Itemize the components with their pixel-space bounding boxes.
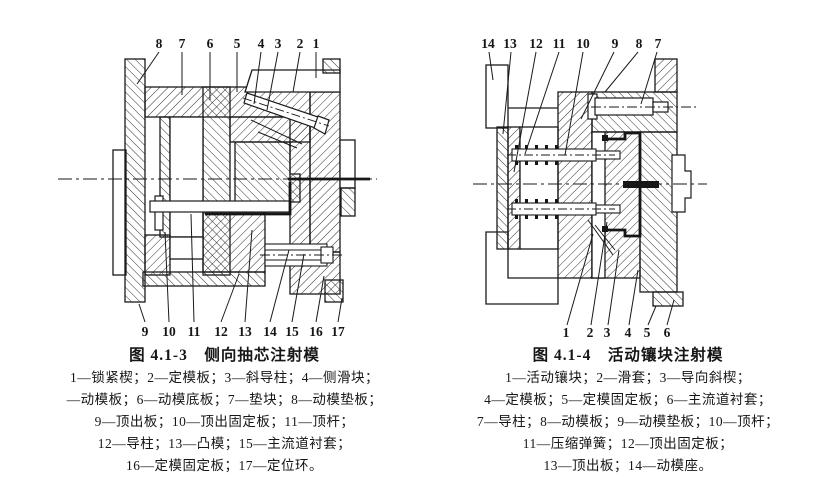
figure-title: 图 4.1-4 活动镶块注射模	[532, 347, 724, 364]
part-label: 12	[529, 36, 543, 51]
part-label: 12	[214, 324, 228, 339]
mold-cross-section-right: 14 13 12 11 10 9 8 7 1 2 3 4 5 6	[473, 36, 707, 340]
part-label: 1	[563, 325, 570, 340]
part-label: 6	[664, 325, 671, 340]
part-label: 4	[258, 36, 265, 51]
part-label: 7	[179, 36, 186, 51]
legend-line: 1—锁紧楔；2—定模板；3—斜导柱；4—侧滑块；	[70, 370, 379, 385]
leader-lines-left	[136, 51, 343, 323]
figure-4-1-3-drawing: 8 7 6 5 4 3 2 1 9 10 11 12 13 14 15 16 1…	[55, 22, 395, 344]
mold-cross-section-left: 8 7 6 5 4 3 2 1 9 10 11 12 13 14 15 16 1…	[58, 36, 377, 339]
part-label: 9	[612, 36, 619, 51]
part-label: 8	[636, 36, 643, 51]
part-label: 10	[576, 36, 590, 51]
legend-line: 11—压缩弹簧；12—顶出固定板；	[522, 436, 734, 451]
legend-line: 13—顶出板；14—动模座。	[543, 458, 713, 473]
part-label: 9	[142, 324, 149, 339]
part-label: 3	[604, 325, 611, 340]
part-label: 5	[644, 325, 651, 340]
part-label: 16	[309, 324, 323, 339]
legend-line: 9—顶出板；10—顶出固定板；11—顶杆；	[94, 414, 355, 429]
leader-lines-right	[488, 51, 675, 326]
part-label: 14	[263, 324, 277, 339]
legend-line: 16—定模固定板；17—定位环。	[126, 458, 323, 473]
part-label: 17	[331, 324, 345, 339]
part-label: 13	[238, 324, 252, 339]
part-label: 3	[275, 36, 282, 51]
guide-pillar	[587, 93, 698, 120]
part-label: 1	[313, 36, 320, 51]
ejector-pin-upper	[507, 145, 621, 165]
part-label: 5	[234, 36, 241, 51]
legend-line: 1—活动镶块；2—滑套；3—导向斜楔；	[505, 370, 751, 385]
part-label: 11	[553, 36, 566, 51]
sprue-bushing-left	[260, 243, 345, 267]
angled-guide-pin	[242, 92, 330, 149]
legend-line: 7—导柱；8—动模板；9—动模垫板；10—顶杆；	[476, 414, 780, 429]
part-label: 11	[188, 324, 201, 339]
legend-line: —动模板；6—动模底板；7—垫块；8—动模垫板；	[66, 392, 383, 407]
part-label: 4	[625, 325, 632, 340]
ejector-pin-lower	[507, 199, 621, 219]
part-label: 2	[587, 325, 594, 340]
part-label: 14	[481, 36, 495, 51]
legend-line: 4—定模板；5—定模固定板；6—主流道衬套；	[484, 392, 772, 407]
part-label: 13	[503, 36, 517, 51]
figure-4-1-4-drawing: 14 13 12 11 10 9 8 7 1 2 3 4 5 6	[455, 22, 829, 344]
figure-caption-right: 图 4.1-4 活动镶块注射模 1—活动镶块；2—滑套；3—导向斜楔； 4—定模…	[433, 345, 823, 477]
part-label: 10	[162, 324, 176, 339]
part-number-labels-right: 14 13 12 11 10 9 8 7 1 2 3 4 5 6	[481, 36, 670, 340]
figure-title: 图 4.1-3 侧向抽芯注射模	[129, 347, 320, 364]
figure-caption-left: 图 4.1-3 侧向抽芯注射模 1—锁紧楔；2—定模板；3—斜导柱；4—侧滑块；…	[12, 345, 437, 477]
part-label: 7	[655, 36, 662, 51]
part-label: 6	[207, 36, 214, 51]
legend-line: 12—导柱；13—凸模；15—主流道衬套；	[97, 436, 352, 451]
part-label: 15	[285, 324, 299, 339]
part-label: 8	[156, 36, 163, 51]
part-number-labels-left: 8 7 6 5 4 3 2 1 9 10 11 12 13 14 15 16 1…	[142, 36, 345, 339]
part-label: 2	[297, 36, 304, 51]
sprue-bushing-right	[623, 154, 692, 213]
